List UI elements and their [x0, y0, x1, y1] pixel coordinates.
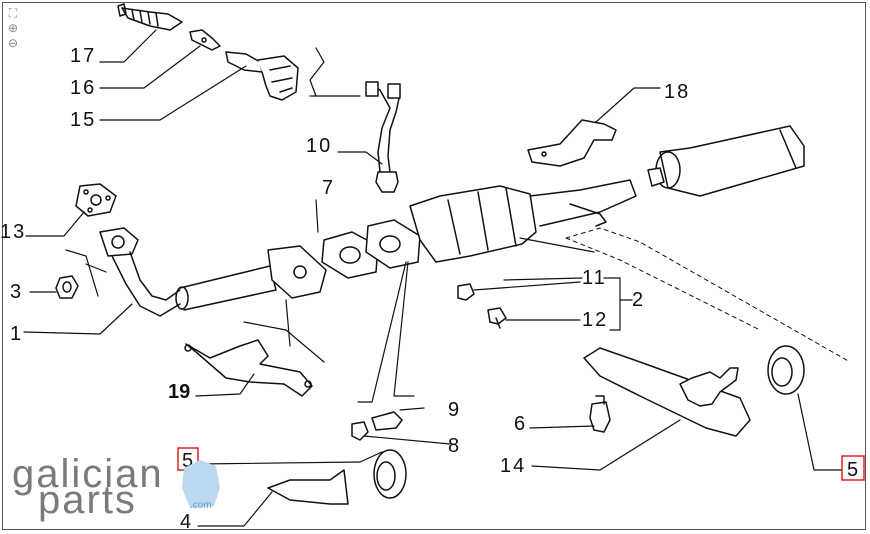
- part-11-nut: [457, 283, 475, 301]
- callout-2: 2: [632, 289, 645, 311]
- part-5-rubber-mount-left: [373, 449, 407, 499]
- viewer-toolbar: ⛶ ⊕ ⊖: [6, 6, 24, 51]
- callout-7: 7: [322, 177, 335, 199]
- part-10-lambda-sensor: [365, 81, 401, 193]
- callout-16: 16: [70, 77, 96, 99]
- part-16-clip: [189, 29, 221, 51]
- part-12-bolt: [487, 307, 507, 329]
- part-15-connector: [225, 51, 299, 101]
- part-14-heat-shield: [583, 347, 751, 437]
- zoom-in-icon[interactable]: ⊕: [7, 21, 19, 35]
- part-7-gasket: [321, 231, 379, 279]
- part-8-nut: [351, 421, 369, 441]
- part-1-front-pipe: [99, 227, 327, 317]
- logo-line-2: parts: [38, 478, 137, 522]
- callout-3: 3: [10, 281, 23, 303]
- callout-5-left: 5: [182, 450, 193, 472]
- callout-13: 13: [0, 221, 26, 243]
- callout-10: 10: [306, 135, 332, 157]
- zoom-out-icon[interactable]: ⊖: [7, 36, 19, 50]
- logo-line-1: galician: [12, 452, 164, 496]
- part-17-boot: [117, 3, 183, 31]
- rear-silencer: [647, 125, 805, 197]
- fullscreen-icon[interactable]: ⛶: [8, 6, 18, 20]
- part-13-gasket: [75, 183, 117, 217]
- logo-domain: .com: [190, 500, 212, 511]
- part-9-bolt: [371, 411, 403, 431]
- part-3-nut: [55, 275, 79, 299]
- callout-12: 12: [582, 309, 608, 331]
- callout-15: 15: [70, 109, 96, 131]
- assembly-guide-lines: [565, 227, 851, 363]
- part-18-hanger: [527, 119, 617, 167]
- callout-8: 8: [448, 435, 461, 457]
- callout-17: 17: [70, 45, 96, 67]
- part-19-bracket: [184, 339, 313, 397]
- callout-labels: 17 16 15 10 7 13 3 1 19 11 12 2 18 9 8 6…: [0, 45, 690, 533]
- part-5-rubber-mount-right: [767, 345, 805, 395]
- part-4-bracket: [267, 469, 349, 505]
- part-2-catalytic-converter: [365, 179, 637, 269]
- part-6-bolt: [589, 395, 611, 433]
- boxed-callout-right[interactable]: 5: [841, 455, 865, 481]
- callout-1: 1: [10, 323, 23, 345]
- callout-9: 9: [448, 399, 461, 421]
- region-map-icon: [182, 460, 220, 508]
- callout-11: 11: [582, 267, 607, 289]
- callout-19: 19: [168, 381, 190, 403]
- leader-lines: [23, 29, 851, 527]
- callout-6: 6: [514, 413, 527, 435]
- callout-4: 4: [180, 511, 193, 533]
- callout-5-right: 5: [847, 459, 858, 481]
- callout-14: 14: [500, 455, 526, 477]
- callout-18: 18: [664, 81, 690, 103]
